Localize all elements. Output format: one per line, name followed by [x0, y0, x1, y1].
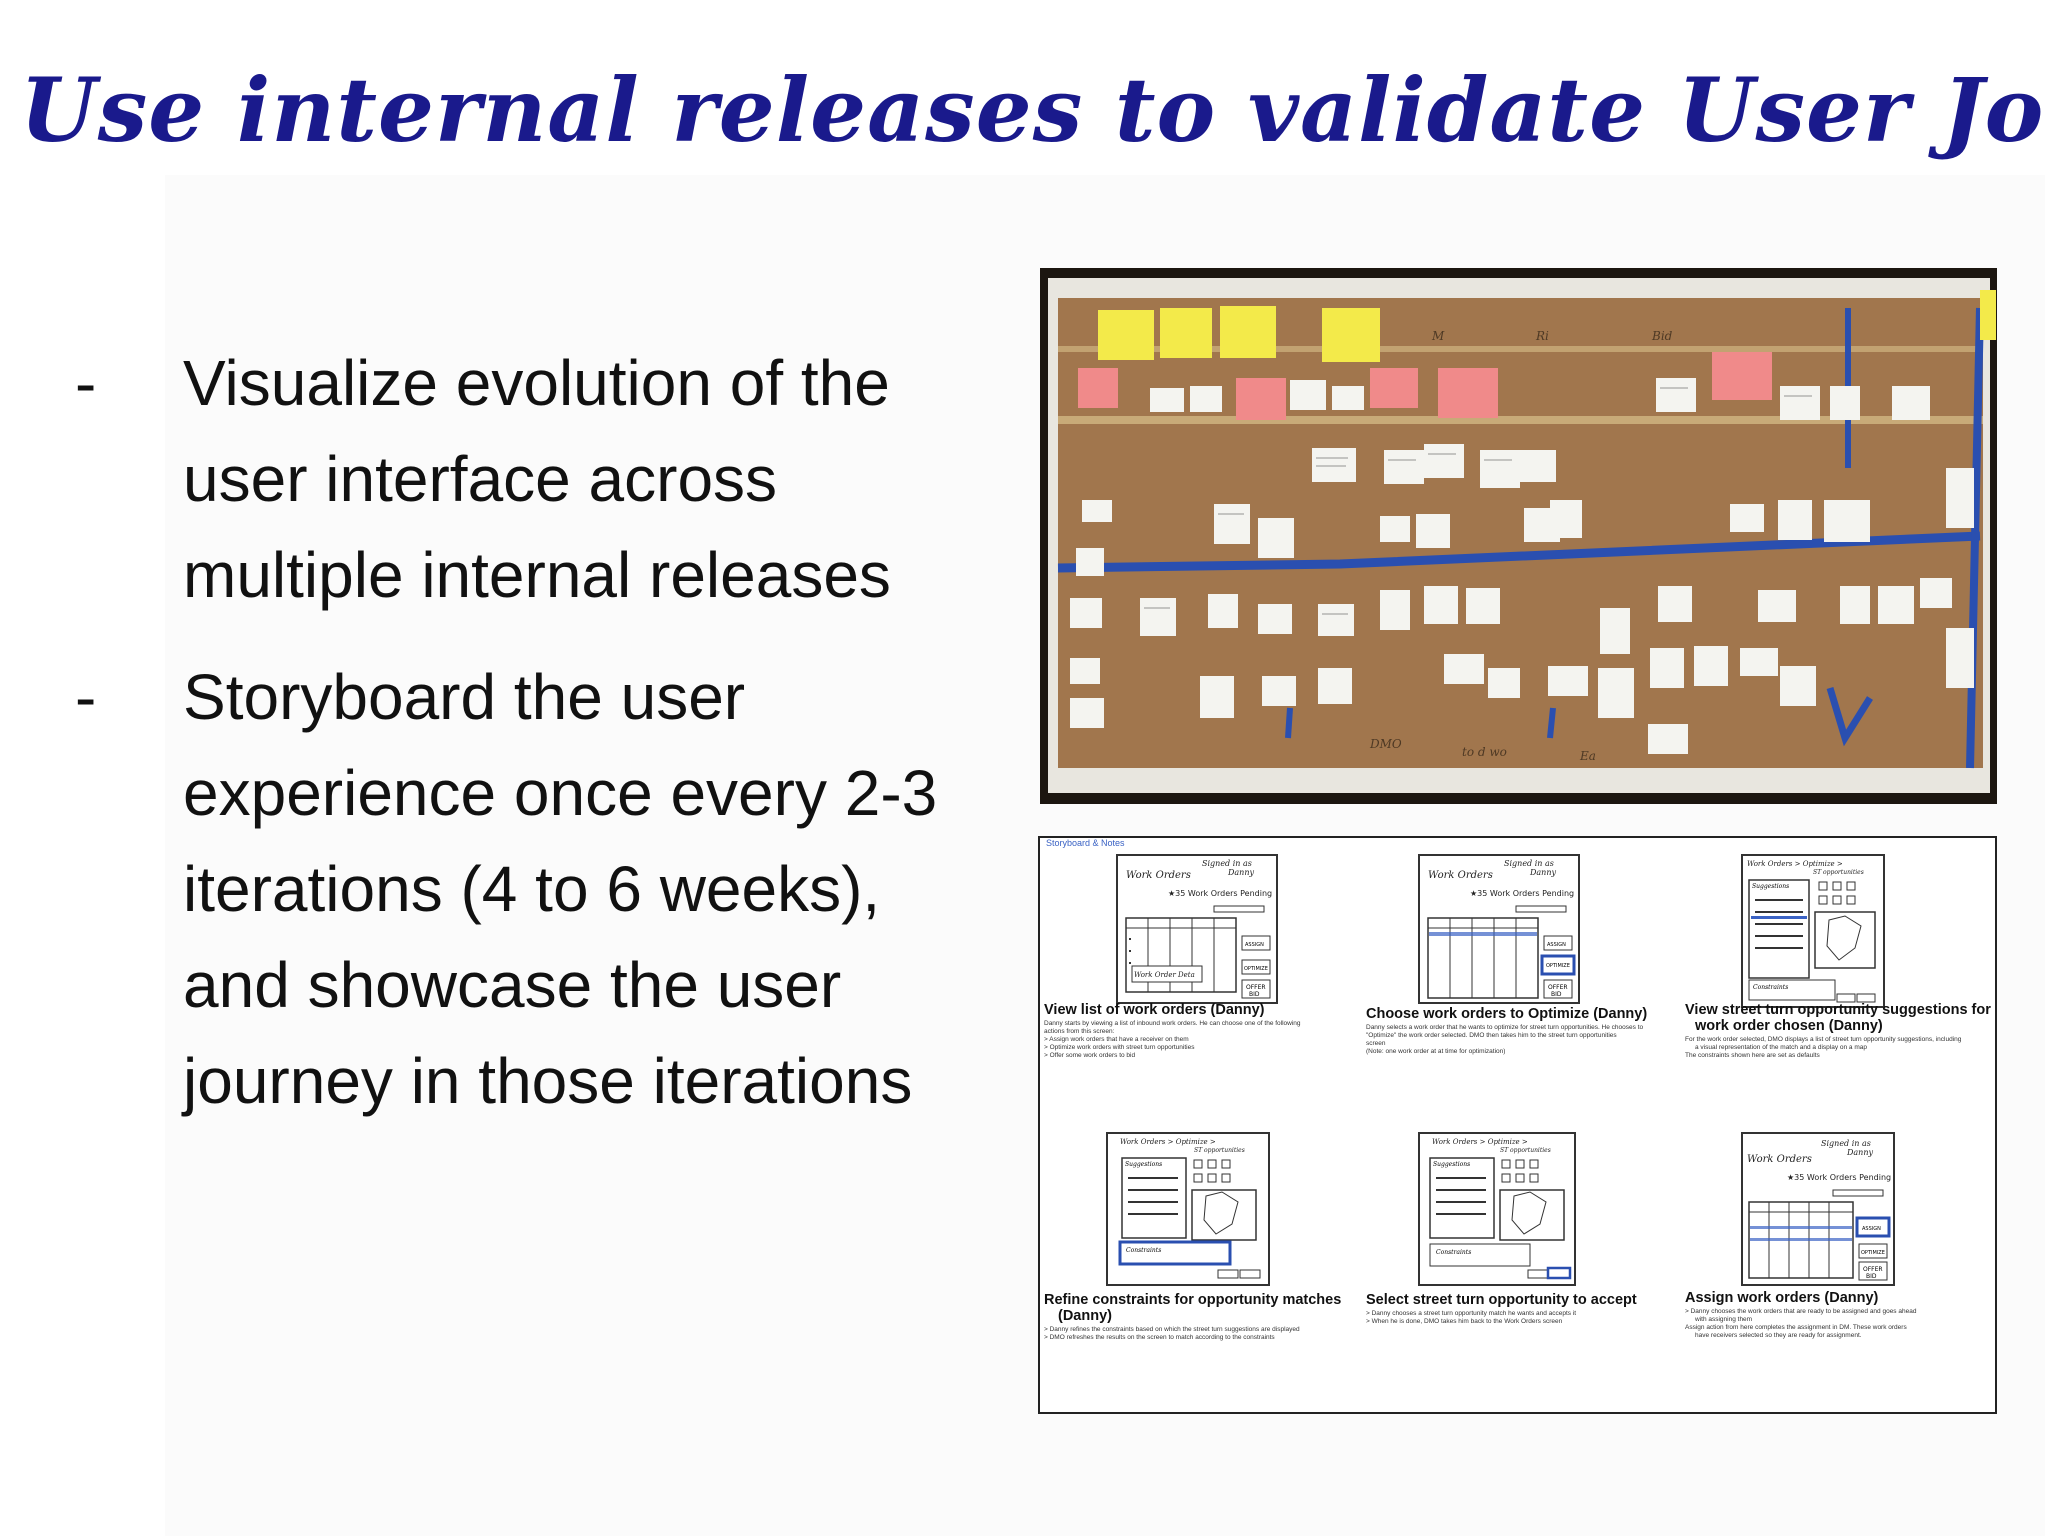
svg-text:DMO: DMO	[1369, 737, 1402, 751]
panel-desc-line: (Note: one work order at at time for opt…	[1366, 1048, 1506, 1055]
svg-text:ASSIGN: ASSIGN	[1547, 942, 1566, 948]
panel-caption-line2: work order chosen (Danny)	[1695, 1018, 1883, 1034]
svg-text:Ri: Ri	[1535, 329, 1549, 343]
svg-text:BID: BID	[1866, 1273, 1877, 1280]
panel-desc-line: have receivers selected so they are read…	[1695, 1332, 1862, 1339]
svg-text:ST opportunities: ST opportunities	[1500, 1147, 1551, 1154]
bullet-list: - Visualize evolution of the user interf…	[75, 335, 975, 1155]
storyboard-panel: Work Orders > Optimize > ST opportunitie…	[1362, 1128, 1682, 1412]
wireframe-sketch-icon: Work Orders Signed in as Danny ★35 Work …	[1116, 854, 1278, 1004]
panel-caption: Select street turn opportunity to accept	[1366, 1292, 1637, 1308]
bullet-marker: -	[75, 347, 97, 419]
wireframe-sketch-icon: Work Orders > Optimize > ST opportunitie…	[1741, 854, 1885, 1008]
panel-caption: View street turn opportunity suggestions…	[1685, 1002, 1991, 1018]
bullet-item: - Visualize evolution of the user interf…	[75, 335, 975, 623]
svg-text:OPTIMIZE: OPTIMIZE	[1546, 963, 1570, 969]
svg-text:Work Orders: Work Orders	[1747, 1154, 1812, 1165]
svg-text:Ea: Ea	[1579, 749, 1596, 763]
panel-desc-line: > Assign work orders that have a receive…	[1044, 1036, 1189, 1043]
panel-desc-line: > Danny chooses a street turn opportunit…	[1366, 1310, 1577, 1317]
svg-text:to d wo: to d wo	[1462, 745, 1507, 759]
panel-desc-line: with assigning them	[1695, 1316, 1753, 1323]
panel-desc-line: "Optimize" the work order selected. DMO …	[1366, 1032, 1617, 1039]
svg-text:Work Orders > Optimize >: Work Orders > Optimize >	[1120, 1138, 1216, 1146]
svg-text:Work Orders > Optimize >: Work Orders > Optimize >	[1432, 1138, 1528, 1146]
svg-text:★35 Work Orders Pending: ★35 Work Orders Pending	[1168, 889, 1272, 898]
panel-caption: Assign work orders (Danny)	[1685, 1290, 1879, 1306]
bullet-text: Storyboard the user experience once ever…	[183, 661, 938, 1117]
panel-desc-line: > Optimize work orders with street turn …	[1044, 1044, 1195, 1051]
slide-title: Use internal releases to validate User J…	[20, 58, 2048, 162]
svg-text:Constraints: Constraints	[1126, 1247, 1161, 1254]
bullet-marker: -	[75, 661, 97, 733]
svg-text:ST opportunities: ST opportunities	[1813, 869, 1864, 876]
svg-text:Danny: Danny	[1529, 868, 1556, 877]
bullet-text: Visualize evolution of the user interfac…	[183, 347, 891, 611]
bullet-item: - Storyboard the user experience once ev…	[75, 649, 975, 1129]
panel-desc-line: screen	[1366, 1040, 1386, 1047]
wireframe-sketch-icon: Work Orders > Optimize > ST opportunitie…	[1106, 1132, 1270, 1286]
wall-photo-image: M Ri Bid DMO to d wo Ea	[1040, 268, 1997, 804]
svg-text:Signed in as: Signed in as	[1821, 1139, 1871, 1148]
svg-text:Danny: Danny	[1846, 1148, 1873, 1157]
panel-desc-line: Assign action from here completes the as…	[1685, 1324, 1907, 1331]
storyboard-header: Storyboard & Notes	[1046, 838, 1125, 848]
svg-text:Signed in as: Signed in as	[1202, 859, 1252, 868]
wireframe-sketch-icon: Work Orders > Optimize > ST opportunitie…	[1418, 1132, 1576, 1286]
svg-text:ST opportunities: ST opportunities	[1194, 1147, 1245, 1154]
storyboard-image: Storyboard & Notes Work Orders Signed in…	[1038, 836, 1997, 1414]
svg-text:OFFER: OFFER	[1246, 984, 1266, 991]
wireframe-sketch-icon: Work Orders Signed in as Danny ★35 Work …	[1741, 1132, 1895, 1286]
panel-desc-line: The constraints shown here are set as de…	[1685, 1052, 1820, 1059]
svg-text:Work Order Deta: Work Order Deta	[1134, 971, 1195, 979]
storyboard-panel: Work Orders Signed in as Danny ★35 Work …	[1683, 1128, 1995, 1412]
svg-text:OPTIMIZE: OPTIMIZE	[1244, 966, 1268, 972]
panel-caption: Choose work orders to Optimize (Danny)	[1366, 1006, 1648, 1022]
svg-text:BID: BID	[1249, 991, 1260, 998]
svg-text:Work Orders: Work Orders	[1428, 870, 1493, 881]
svg-text:Constraints: Constraints	[1753, 984, 1788, 991]
svg-text:★35 Work Orders Pending: ★35 Work Orders Pending	[1470, 889, 1574, 898]
svg-text:Suggestions: Suggestions	[1125, 1161, 1162, 1168]
svg-text:Bid: Bid	[1651, 329, 1673, 343]
panel-caption: View list of work orders (Danny)	[1044, 1002, 1265, 1018]
svg-text:Work Orders > Optimize >: Work Orders > Optimize >	[1747, 860, 1843, 868]
svg-text:M: M	[1431, 329, 1445, 343]
panel-desc-line: actions from this screen:	[1044, 1028, 1115, 1035]
photo-image-icon: M Ri Bid DMO to d wo Ea	[1040, 268, 1997, 804]
svg-text:Suggestions: Suggestions	[1433, 1161, 1470, 1168]
panel-desc-line: > When he is done, DMO takes him back to…	[1366, 1318, 1563, 1325]
storyboard-panel: Work Orders Signed in as Danny ★35 Work …	[1040, 838, 1360, 1128]
svg-text:OFFER: OFFER	[1863, 1266, 1883, 1273]
svg-text:★35 Work Orders Pending: ★35 Work Orders Pending	[1787, 1173, 1891, 1182]
svg-text:Work Orders: Work Orders	[1126, 870, 1191, 881]
panel-desc-line: a visual representation of the match and…	[1695, 1044, 1867, 1051]
panel-desc-line: > Danny chooses the work orders that are…	[1685, 1308, 1917, 1315]
panel-desc-line: Danny selects a work order that he wants…	[1366, 1024, 1644, 1031]
storyboard-panel: Work Orders Signed in as Danny ★35 Work …	[1362, 838, 1682, 1128]
panel-desc-line: > DMO refreshes the results on the scree…	[1044, 1334, 1275, 1341]
svg-text:Signed in as: Signed in as	[1504, 859, 1554, 868]
svg-text:ASSIGN: ASSIGN	[1245, 942, 1264, 948]
svg-text:Suggestions: Suggestions	[1752, 883, 1789, 890]
svg-text:Constraints: Constraints	[1436, 1249, 1471, 1256]
svg-text:OFFER: OFFER	[1548, 984, 1568, 991]
svg-text:ASSIGN: ASSIGN	[1862, 1226, 1881, 1232]
panel-caption-line2: (Danny)	[1058, 1308, 1112, 1324]
wireframe-sketch-icon: Work Orders Signed in as Danny ★35 Work …	[1418, 854, 1580, 1004]
panel-desc-line: For the work order selected, DMO display…	[1685, 1036, 1962, 1043]
panel-desc-line: > Offer some work orders to bid	[1044, 1052, 1136, 1059]
storyboard-panel: Work Orders > Optimize > ST opportunitie…	[1683, 838, 1995, 1128]
panel-caption: Refine constraints for opportunity match…	[1044, 1292, 1342, 1308]
svg-text:OPTIMIZE: OPTIMIZE	[1861, 1250, 1885, 1256]
svg-text:BID: BID	[1551, 991, 1562, 998]
panel-desc-line: Danny starts by viewing a list of inboun…	[1044, 1020, 1301, 1027]
svg-text:Danny: Danny	[1227, 868, 1254, 877]
storyboard-panel: Work Orders > Optimize > ST opportunitie…	[1040, 1128, 1360, 1412]
panel-desc-line: > Danny refines the constraints based on…	[1044, 1326, 1300, 1333]
